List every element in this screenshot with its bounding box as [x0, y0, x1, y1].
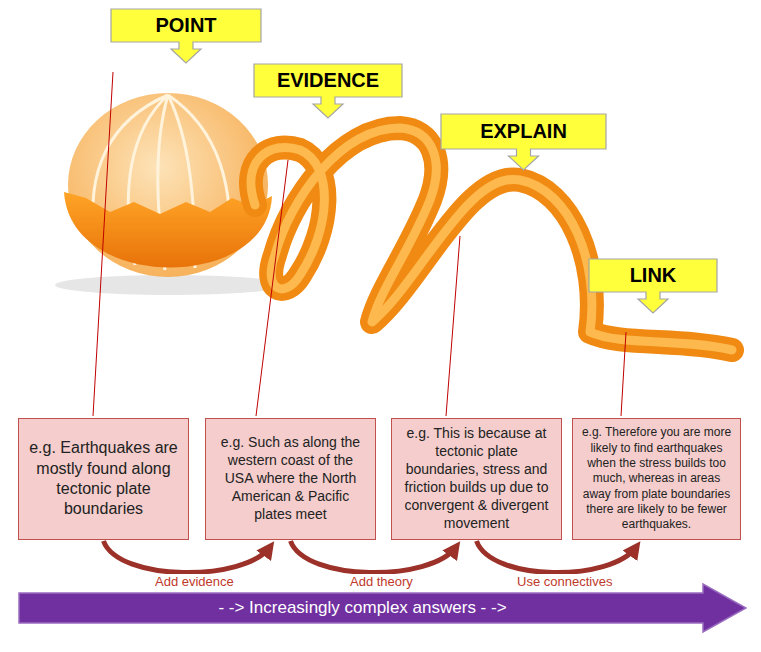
arrow-body	[19, 584, 746, 632]
edge-label: Add evidence	[152, 574, 237, 589]
process-box: e.g. Earthquakes are mostly found along …	[18, 418, 189, 540]
process-box: e.g. Therefore you are more likely to fi…	[572, 418, 741, 540]
callout-outline	[254, 64, 402, 118]
leader-line	[93, 72, 113, 416]
box-text: e.g. Therefore you are more likely to fi…	[580, 425, 733, 533]
callout-text: EVIDENCE	[253, 63, 403, 97]
leader-line	[621, 332, 626, 416]
callout-text: LINK	[588, 258, 718, 292]
box-text: e.g. This is because at tectonic plate b…	[399, 425, 554, 532]
box-text: e.g. Such as along the western coast of …	[213, 434, 368, 524]
leader-lines	[93, 72, 626, 416]
callout-outline	[111, 9, 261, 63]
shadow	[55, 275, 285, 295]
curved-arrow	[291, 541, 456, 573]
curved-arrow	[477, 541, 637, 573]
curved-arrow	[104, 541, 270, 573]
process-box: e.g. Such as along the western coast of …	[205, 418, 376, 540]
callout-label: POINT	[110, 8, 262, 64]
process-box: e.g. This is because at tectonic plate b…	[391, 418, 562, 540]
peel-highlight	[251, 128, 732, 350]
leader-line	[256, 160, 288, 416]
callout-text: POINT	[110, 8, 262, 42]
orange-peel-cup	[64, 192, 272, 268]
callout-label: LINK	[588, 258, 718, 314]
callout-outline	[589, 259, 717, 313]
edge-label: Use connectives	[514, 574, 615, 589]
progress-arrow: - -> Increasingly complex answers - ->	[18, 583, 747, 633]
edge-label: Add theory	[347, 574, 416, 589]
callout-outline	[441, 114, 606, 170]
callout-label: EXPLAIN	[440, 113, 607, 171]
arrow-text: - -> Increasingly complex answers - ->	[18, 583, 707, 633]
peel-spiral	[251, 128, 732, 350]
box-text: e.g. Earthquakes are mostly found along …	[26, 438, 181, 520]
leader-line	[446, 236, 460, 416]
callout-text: EXPLAIN	[440, 113, 607, 149]
callout-label: EVIDENCE	[253, 63, 403, 119]
